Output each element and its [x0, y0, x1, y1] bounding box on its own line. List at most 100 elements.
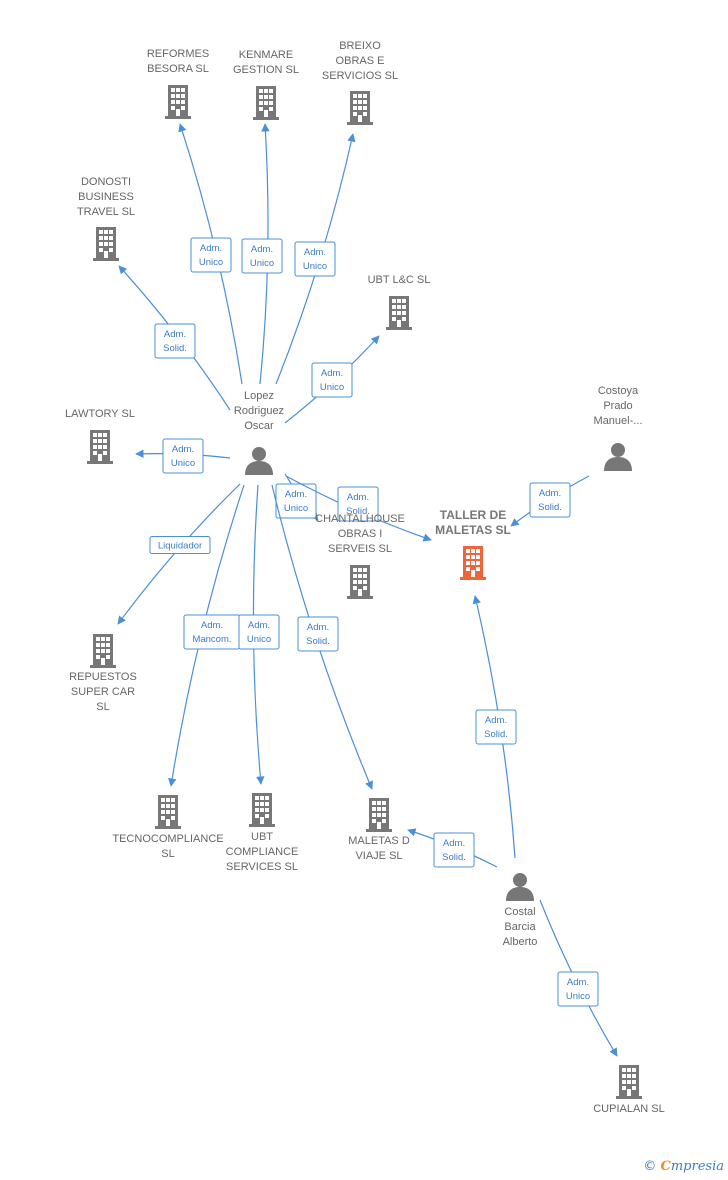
node-label-line: TECNOCOMPLIANCE	[112, 833, 223, 845]
node-label-line: Alberto	[503, 936, 538, 948]
edge-label-badge[interactable]: Adm.Unico	[238, 614, 280, 650]
edge-costal-to-taller: Adm. Solid.	[472, 595, 517, 859]
node-maletas[interactable]	[366, 798, 392, 832]
building-icon	[93, 227, 119, 261]
edge-label-text: Adm.	[164, 329, 186, 340]
edge-lopez-to-maletas: Adm. Solid.	[271, 484, 373, 790]
node-label-line: BREIXO	[339, 40, 381, 52]
edge-label-badge[interactable]: Adm.Unico	[311, 362, 353, 398]
node-costoya[interactable]	[604, 443, 632, 471]
node-label-line: CUPIALAN SL	[593, 1103, 665, 1115]
building-icon	[347, 565, 373, 599]
brand-name: mpresia	[670, 1159, 724, 1174]
node-label: TECNOCOMPLIANCE SL	[112, 833, 223, 860]
node-repuestos[interactable]	[90, 634, 116, 668]
node-donosti[interactable]	[93, 227, 119, 261]
node-label-line: SL	[161, 848, 174, 860]
edge-label-text: Liquidador	[158, 541, 202, 552]
edge-label-badge[interactable]: Adm.Unico	[294, 241, 336, 277]
node-cupialan[interactable]	[616, 1065, 642, 1099]
node-label-line: Manuel-...	[594, 415, 643, 427]
node-label-line: Costal	[504, 906, 535, 918]
node-label-line: SERVICES SL	[226, 861, 298, 873]
node-lawtory[interactable]	[87, 430, 113, 464]
node-label-line: BUSINESS	[78, 191, 134, 203]
node-label-line: REPUESTOS	[69, 671, 137, 683]
edge-label-badge[interactable]: Adm. Unico	[190, 237, 232, 273]
node-reformes[interactable]	[165, 85, 191, 119]
edge-lopez-to-ubtlc: Adm.Unico	[284, 335, 380, 424]
building-icon	[155, 795, 181, 829]
edge-label-badge[interactable]: Adm.Solid.	[154, 323, 196, 359]
edge-label-text: Solid.	[306, 636, 330, 647]
node-tecno[interactable]	[155, 795, 181, 829]
edge-label-badge[interactable]: Adm. Solid.	[475, 709, 517, 745]
brand-footer: © Cmpresia	[643, 1159, 724, 1174]
edge-costoya-to-taller: Adm. Solid.	[510, 475, 590, 527]
node-ubtlc[interactable]	[386, 296, 412, 330]
edge-label-text: Adm.	[200, 243, 222, 254]
edge-label-text: Adm.	[539, 488, 561, 499]
edge-label-text: Adm.	[443, 838, 465, 849]
node-kenmare[interactable]	[253, 86, 279, 120]
edge-label-badge[interactable]: Adm.Solid.	[297, 616, 339, 652]
edge-label-box	[529, 482, 571, 518]
edge-lopez-to-tecno: Adm.Mancom.	[168, 484, 245, 787]
edge-label-badge[interactable]: Adm.Mancom.	[183, 614, 241, 650]
edge-label-badge[interactable]: Adm.Unico	[162, 438, 204, 474]
edge-label-text: Adm.	[251, 244, 273, 255]
edge-label-text: Adm.	[304, 247, 326, 258]
edge-label-text: Unico	[566, 991, 590, 1002]
brand-initial: C	[660, 1159, 671, 1174]
node-label-line: REFORMES	[147, 48, 209, 60]
edge-lopez-to-ubtcomp: Adm.Unico	[238, 484, 280, 785]
edge-label-badge[interactable]: Adm.Unico	[557, 971, 599, 1007]
edge-label-text: Unico	[199, 257, 223, 268]
edge-label-badge[interactable]: Adm. Unico	[241, 238, 283, 274]
edge-label-text: Adm.	[485, 715, 507, 726]
edge-label-text: Unico	[247, 634, 271, 645]
edge-lopez-to-donosti: Adm.Solid.	[118, 265, 231, 411]
node-label-line: BESORA SL	[147, 63, 209, 75]
node-label-line: TRAVEL SL	[77, 206, 135, 218]
edge-label-text: Adm.	[172, 444, 194, 455]
node-label-line: COMPLIANCE	[226, 846, 299, 858]
edge-label-box	[162, 438, 204, 474]
node-chantal[interactable]	[347, 565, 373, 599]
edge-label-text: Solid.	[442, 852, 466, 863]
edge-label-text: Solid.	[484, 729, 508, 740]
edge-label-badge[interactable]: Adm.Solid.	[337, 486, 379, 522]
edge-label-text: Unico	[250, 258, 274, 269]
building-icon	[386, 296, 412, 330]
node-lopez[interactable]	[245, 447, 273, 475]
edge-label-badge[interactable]: Adm. Solid.	[529, 482, 571, 518]
node-label-line: Costoya	[598, 385, 639, 397]
building-icon	[347, 91, 373, 125]
edge-label-box	[238, 614, 280, 650]
edge-label-text: Solid.	[538, 502, 562, 513]
edge-label-badge[interactable]: Adm. Solid.	[433, 832, 475, 868]
node-label-line: GESTION SL	[233, 64, 299, 76]
edge-label-text: Adm.	[321, 368, 343, 379]
building-icon	[460, 546, 486, 580]
node-label-line: MALETAS D	[348, 835, 410, 847]
node-breixo[interactable]	[347, 91, 373, 125]
building-icon	[165, 85, 191, 119]
node-label-line: Barcia	[504, 921, 536, 933]
node-costal[interactable]	[506, 873, 534, 901]
person-icon	[506, 873, 534, 901]
edge-label-badge[interactable]: Liquidador	[149, 536, 211, 554]
edge-label-text: Solid.	[346, 506, 370, 517]
node-ubtcomp[interactable]	[249, 793, 275, 827]
edge-label-box	[337, 486, 379, 522]
person-icon	[245, 447, 273, 475]
edge-label-text: Adm.	[285, 489, 307, 500]
edge-label-box	[297, 616, 339, 652]
node-taller[interactable]	[460, 546, 486, 580]
